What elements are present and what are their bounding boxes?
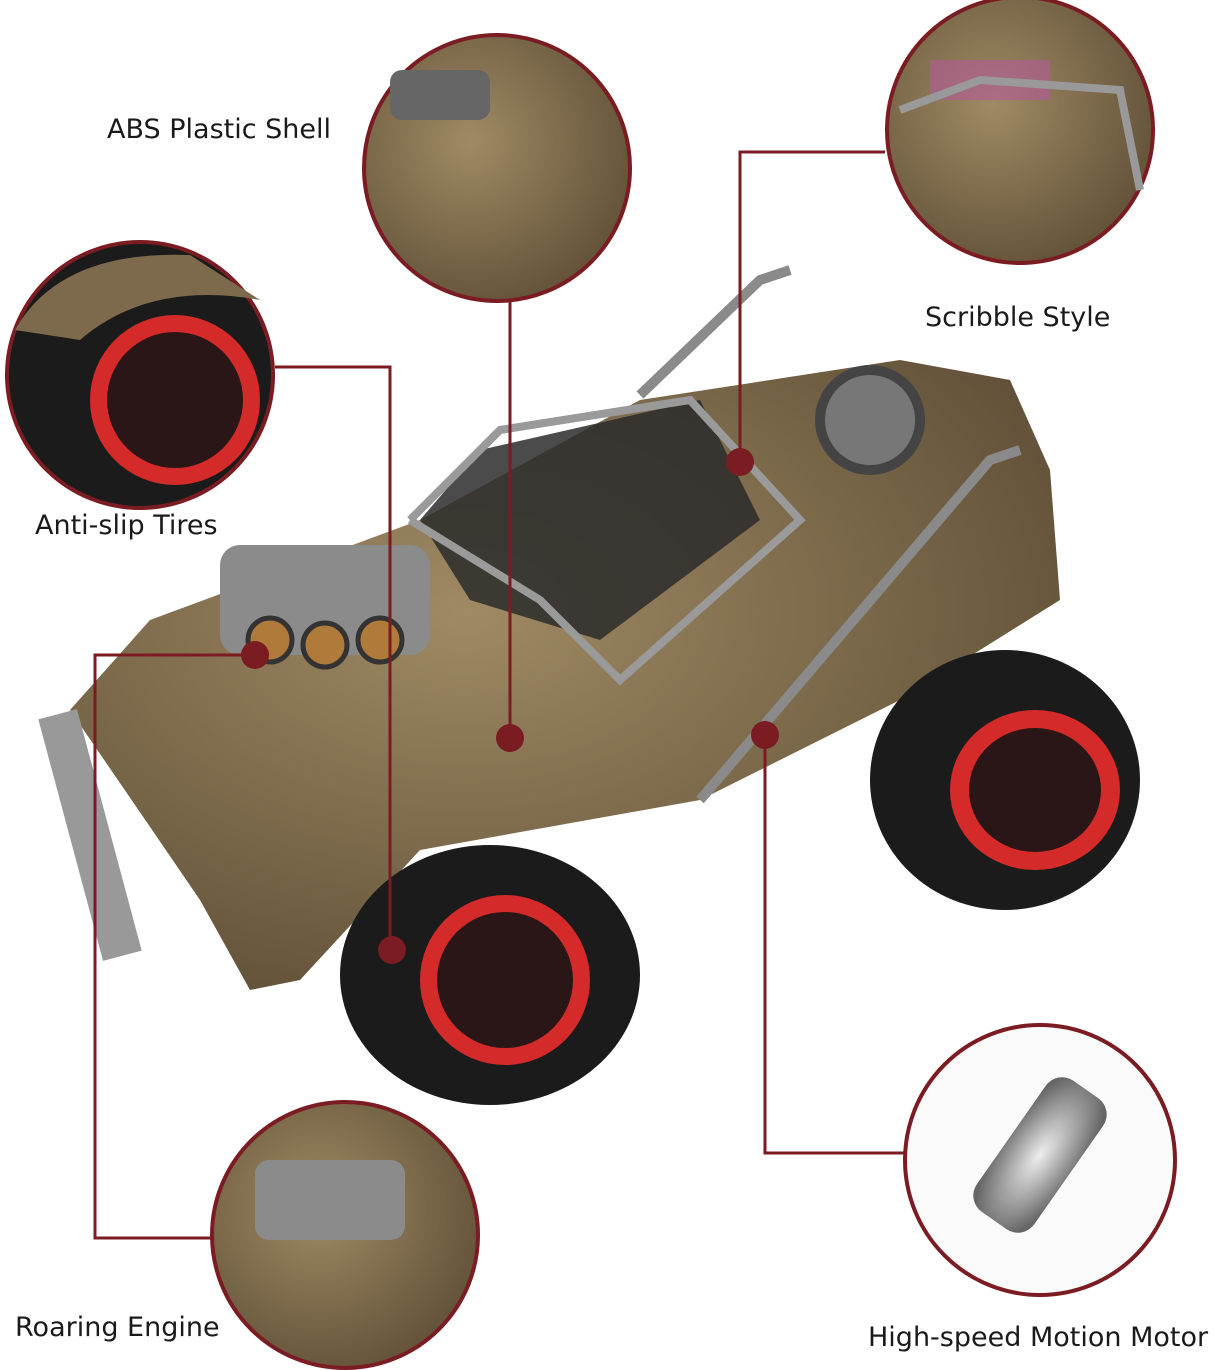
rear-wheel <box>870 650 1140 910</box>
leader-lines <box>93 150 905 1240</box>
car-image <box>38 265 1140 1105</box>
motor-closeup <box>903 1023 1177 1297</box>
callout-label-anti-slip-tires: Anti-slip Tires <box>35 510 218 541</box>
callout-label-scribble-style: Scribble Style <box>925 302 1111 333</box>
callout-label-abs-shell: ABS Plastic Shell <box>107 114 332 145</box>
abs-shell-closeup <box>362 33 632 303</box>
front-wheel <box>340 845 640 1105</box>
engine-closeup <box>210 1100 480 1370</box>
callout-label-motion-motor: High-speed Motion Motor <box>868 1322 1209 1353</box>
callout-label-roaring-engine: Roaring Engine <box>15 1312 220 1343</box>
scribble-roof-closeup <box>885 0 1155 265</box>
callout-dots <box>241 448 779 964</box>
tire-closeup <box>5 240 275 510</box>
